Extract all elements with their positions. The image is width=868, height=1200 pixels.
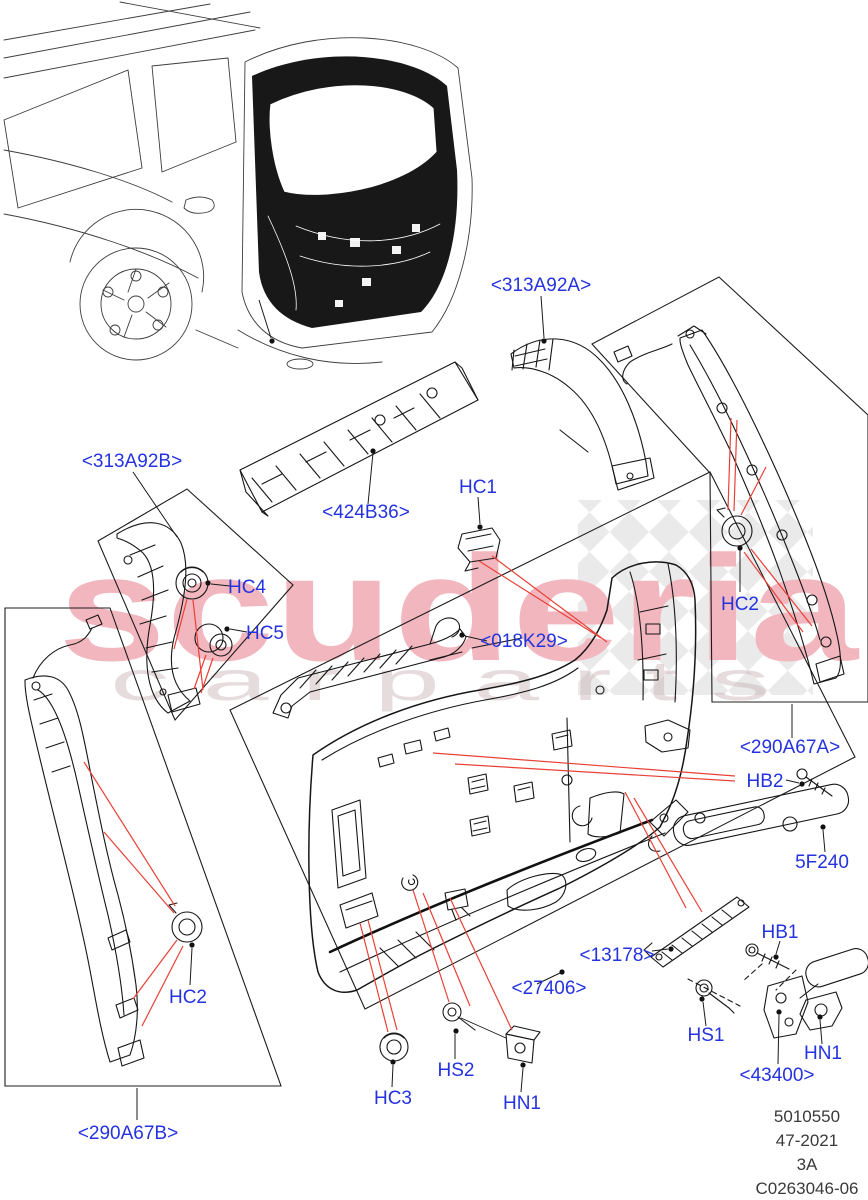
box-313A92B — [97, 488, 294, 722]
part-HC5-grommet — [194, 623, 233, 657]
part-label-018K29[interactable]: <018K29> — [480, 631, 568, 652]
part-label-HS2[interactable]: HS2 — [438, 1060, 475, 1081]
footer-plate-number: 5010550 — [774, 1107, 840, 1126]
part-label-HC3[interactable]: HC3 — [374, 1088, 412, 1109]
part-label-HC2-left[interactable]: HC2 — [169, 987, 207, 1008]
vehicle-illustration — [3, 1, 473, 370]
part-HB2-bolt — [796, 768, 833, 797]
footer-issue-date: 47-2021 — [776, 1131, 838, 1150]
part-HB1-bolt — [745, 943, 790, 970]
footer-sheet: 3A — [797, 1155, 818, 1174]
part-HS1-screw — [695, 979, 735, 1014]
part-label-HB1[interactable]: HB1 — [762, 922, 799, 943]
footer-drawing-code: C0263046-06 — [755, 1179, 858, 1198]
part-424B36 — [239, 361, 479, 517]
part-5F240-handle — [648, 783, 850, 852]
part-HC2-right-grommet — [716, 507, 753, 547]
part-HC3-grommet — [379, 1032, 409, 1062]
part-HS2-screw — [442, 1002, 507, 1039]
part-313A92A — [510, 338, 655, 491]
part-label-313A92B[interactable]: <313A92B> — [82, 451, 182, 472]
part-label-HS1[interactable]: HS1 — [688, 1025, 725, 1046]
part-290A67A — [613, 325, 845, 685]
part-label-HC4[interactable]: HC4 — [228, 577, 266, 598]
red-leader-lines — [83, 417, 813, 1033]
black-leader-lines — [132, 295, 826, 1120]
watermark: scuderia c a r p a r t s — [58, 500, 860, 712]
part-label-HC1[interactable]: HC1 — [459, 477, 497, 498]
part-HC2-left-grommet — [168, 902, 203, 943]
part-label-HN1-right[interactable]: HN1 — [804, 1043, 842, 1064]
part-label-290A67A[interactable]: <290A67A> — [740, 737, 840, 758]
group-boxes — [4, 276, 868, 1087]
part-27406-panel — [308, 561, 697, 993]
watermark-brand-text: scuderia — [58, 524, 860, 692]
box-290A67B — [4, 607, 282, 1087]
part-13178 — [643, 896, 750, 968]
footer-codes: 5010550 47-2021 3A C0263046-06 — [755, 1107, 858, 1198]
watermark-sub-text: c a r p a r t s — [110, 649, 770, 712]
part-label-313A92A[interactable]: <313A92A> — [491, 275, 591, 296]
part-HN1-bottom-nut — [505, 1025, 541, 1064]
part-label-290A67B[interactable]: <290A67B> — [78, 1123, 178, 1144]
part-label-5F240[interactable]: 5F240 — [795, 852, 849, 873]
part-HC1 — [457, 527, 501, 572]
part-313A92B — [116, 522, 201, 714]
part-label-27406[interactable]: <27406> — [511, 978, 586, 999]
part-label-13178[interactable]: <13178> — [579, 945, 654, 966]
part-290A67B — [24, 614, 145, 1067]
part-label-HN1-bottom[interactable]: HN1 — [503, 1093, 541, 1114]
part-label-424B36[interactable]: <424B36> — [322, 502, 410, 523]
part-label-HC5[interactable]: HC5 — [246, 623, 284, 644]
part-label-HB2[interactable]: HB2 — [747, 771, 784, 792]
part-HN1-right-nut — [799, 991, 843, 1031]
part-label-HC2-right[interactable]: HC2 — [721, 594, 759, 615]
part-label-43400[interactable]: <43400> — [739, 1065, 814, 1086]
box-27406 — [229, 471, 856, 1010]
